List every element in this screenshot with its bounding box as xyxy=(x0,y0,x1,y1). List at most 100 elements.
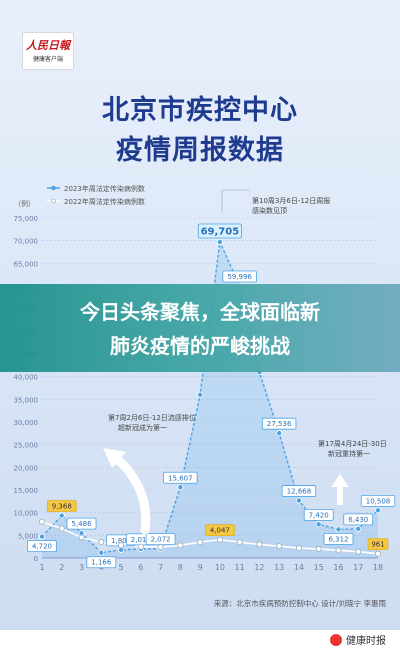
brand-icon xyxy=(330,633,342,646)
data-label: 6,312 xyxy=(328,535,348,543)
x-tick-label: 2 xyxy=(59,563,64,572)
series-2023-point xyxy=(216,239,223,246)
y-tick-label: 70,000 xyxy=(14,238,39,246)
data-label-box xyxy=(261,417,297,430)
x-tick-label: 7 xyxy=(158,563,163,572)
series-2023-point xyxy=(39,533,46,540)
x-tick-label: 9 xyxy=(198,563,203,572)
data-label-box xyxy=(204,524,235,537)
footer-bar xyxy=(0,630,400,650)
x-tick-label: 12 xyxy=(254,563,264,572)
data-label: 9,368 xyxy=(52,503,72,511)
y-tick-label: 15,000 xyxy=(14,487,39,495)
source-credit: 来源：北京市疾病预防控制中心 设计/刘晓宁 李惠雨 xyxy=(213,599,386,608)
arrow-head-week7 xyxy=(103,448,126,468)
series-2022-point xyxy=(137,543,144,550)
series-2022-point xyxy=(197,539,204,546)
series-2023-point xyxy=(295,497,302,504)
y-tick-label: 10,000 xyxy=(14,510,39,518)
logo-main: 人民日報 xyxy=(26,38,70,52)
series-2022-point xyxy=(256,541,263,548)
series-2023-line xyxy=(41,239,379,554)
data-label: 15,607 xyxy=(168,474,193,482)
x-tick-label: 16 xyxy=(333,563,343,572)
data-label: 69,705 xyxy=(201,227,240,238)
series-2023-point xyxy=(355,525,362,532)
data-label: 12,668 xyxy=(287,488,312,496)
data-label-box xyxy=(360,494,396,507)
series-2022-point xyxy=(276,543,283,550)
data-label-box xyxy=(27,540,57,553)
series-2023-point xyxy=(276,430,283,437)
y-tick-label: 75,000 xyxy=(14,215,39,223)
x-tick-label: 11 xyxy=(235,563,245,572)
data-label: 4,047 xyxy=(210,527,230,535)
data-label-box xyxy=(86,556,117,569)
data-label-box xyxy=(197,223,242,239)
annotation-line1: 第10周3月6日-12日周报 xyxy=(252,196,330,205)
series-2023-point xyxy=(315,521,322,528)
headline-line1: 今日头条聚焦，全球面临新 xyxy=(80,300,320,324)
footer-brand-text: 健康时报 xyxy=(346,636,386,647)
annotation-line2: 感染数见顶 xyxy=(252,206,287,215)
x-tick-label: 10 xyxy=(215,563,225,572)
data-label-box xyxy=(163,471,198,484)
x-tick-label: 3 xyxy=(79,563,84,572)
logo: 人民日報 健康客户端 xyxy=(22,32,74,70)
series-2023-area xyxy=(42,242,378,558)
x-tick-label: 13 xyxy=(274,563,284,572)
series-2022-point xyxy=(58,525,65,532)
series-2023-point xyxy=(58,512,65,519)
arrow-head-week17 xyxy=(331,474,349,487)
series-2023-point xyxy=(335,526,342,533)
data-label-box xyxy=(343,513,374,526)
data-label: 59,996 xyxy=(227,273,252,281)
series-2022-point xyxy=(295,545,302,552)
series-2023-point xyxy=(374,507,381,514)
data-label: 7,420 xyxy=(309,511,329,519)
data-label: 2,010 xyxy=(131,536,151,544)
data-label-box xyxy=(46,500,77,512)
data-label-box xyxy=(303,508,334,521)
y-tick-label: 30,000 xyxy=(14,419,39,427)
legend-label: 2023年周法定传染病例数 xyxy=(64,184,145,193)
footer-brand: 健康时报 xyxy=(330,632,386,647)
y-tick-label: 65,000 xyxy=(14,260,39,268)
x-tick-label: 1 xyxy=(39,563,44,572)
series-2022-point xyxy=(355,548,362,555)
series-2022-point xyxy=(78,534,85,541)
y-tick-label: 5,000 xyxy=(18,532,38,540)
x-tick-label: 14 xyxy=(294,563,304,572)
x-tick-label: 8 xyxy=(178,563,183,572)
legend-swatch-marker xyxy=(51,198,56,204)
data-label-box xyxy=(281,485,317,497)
series-2023-point xyxy=(177,484,184,491)
x-tick-label: 5 xyxy=(119,563,124,572)
headline-line2: 肺炎疫情的严峻挑战 xyxy=(110,334,290,358)
series-2023-point xyxy=(98,549,105,556)
data-label-box xyxy=(66,517,97,530)
y-tick-label: 25,000 xyxy=(14,442,39,450)
annotation-leader-week10 xyxy=(221,189,250,212)
page-title-line1: 北京市疾控中心 xyxy=(102,95,298,126)
annotation-line2: 超新冠成为第一 xyxy=(118,423,167,432)
data-label: 5,486 xyxy=(72,520,93,528)
annotation-line1: 第17周4月24日-30日 xyxy=(318,439,387,448)
series-2022-point xyxy=(157,544,164,551)
x-tick-label: 6 xyxy=(138,563,143,572)
y-tick-label: 20,000 xyxy=(14,464,39,472)
data-label-box xyxy=(367,538,389,551)
series-2022-point xyxy=(315,545,322,552)
data-label: 4,720 xyxy=(32,543,52,551)
series-2022-point xyxy=(374,550,381,557)
series-2023-point xyxy=(197,391,204,398)
data-label: 6,430 xyxy=(348,516,368,524)
data-label: 10,508 xyxy=(366,497,391,505)
x-tick-label: 18 xyxy=(373,563,383,572)
data-label-box xyxy=(323,532,354,545)
legend-swatch-marker xyxy=(51,185,56,191)
series-2022-point xyxy=(98,539,105,546)
y-axis-label: （例） xyxy=(14,199,35,208)
